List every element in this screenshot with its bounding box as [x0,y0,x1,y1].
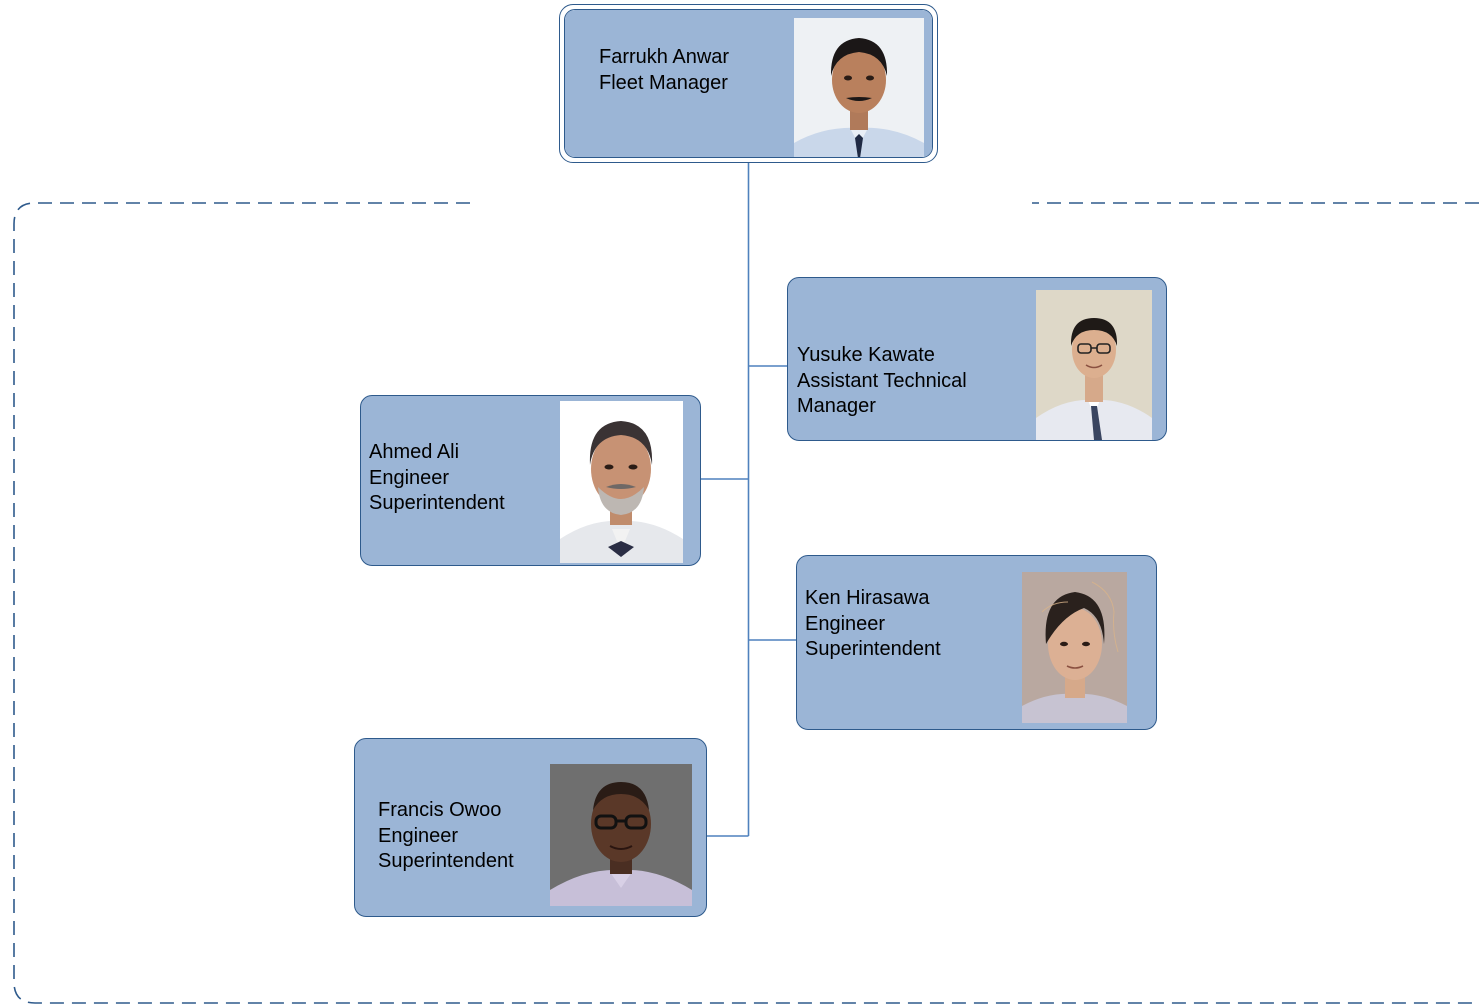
org-card-francis-owoo: Francis Owoo Engineer Superintendent [354,738,707,917]
person-title-line-1: Assistant Technical [797,369,967,392]
card-text: Yusuke Kawate Assistant Technical Manage… [797,343,967,420]
person-name: Yusuke Kawate [797,344,935,366]
card-text: Ken Hirasawa Engineer Superintendent [805,586,941,663]
org-card-ken-hirasawa: Ken Hirasawa Engineer Superintendent [796,555,1157,730]
person-title-line-2: Superintendent [378,850,514,872]
person-title-line-1: Engineer [369,466,450,489]
person-name: Francis Owoo [378,799,502,821]
team-group-boundary [13,202,1479,1004]
org-card-manager-inner: Farrukh Anwar Fleet Manager [564,9,933,158]
person-name: Ken Hirasawa [805,587,930,609]
org-card-yusuke-kawate: Yusuke Kawate Assistant Technical Manage… [787,277,1167,441]
person-name: Farrukh Anwar [599,46,730,68]
person-name: Ahmed Ali [369,441,460,463]
card-text: Farrukh Anwar Fleet Manager [599,45,729,96]
person-photo [794,18,924,157]
person-photo [550,764,692,906]
person-title: Fleet Manager [599,71,728,94]
person-title-line-1: Engineer [805,612,886,635]
org-card-manager: Farrukh Anwar Fleet Manager [559,4,938,163]
person-title-line-2: Manager [797,395,876,417]
org-card-ahmed-ali: Ahmed Ali Engineer Superintendent [360,395,701,566]
card-text: Ahmed Ali Engineer Superintendent [369,440,505,517]
person-title-line-2: Superintendent [369,492,505,514]
card-text: Francis Owoo Engineer Superintendent [378,798,514,875]
person-photo [1036,290,1152,440]
person-title-line-2: Superintendent [805,638,941,660]
person-title-line-1: Engineer [378,824,459,847]
reporting-lines [701,163,796,837]
person-photo [1022,572,1127,723]
person-photo [560,401,683,563]
